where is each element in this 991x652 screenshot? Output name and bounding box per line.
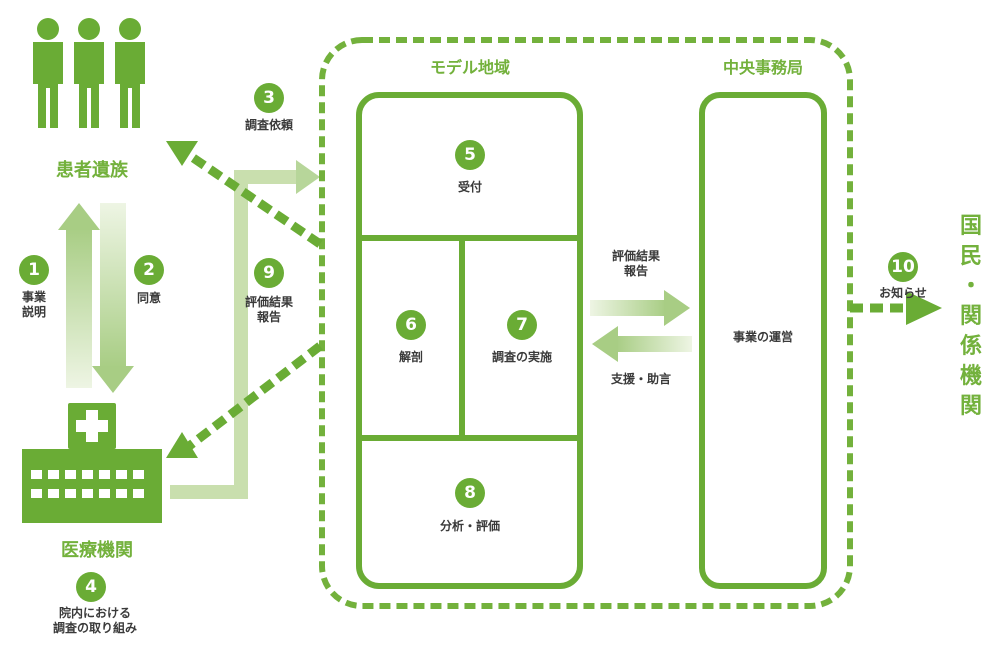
office-title: 中央事務局 (722, 58, 803, 77)
step-5-label: 受付 (457, 180, 482, 194)
step-9-badge: 9 (254, 258, 284, 288)
step-7-badge: 7 (507, 310, 537, 340)
model-region-border (319, 37, 853, 609)
step-1-label: 事業 説明 (21, 290, 46, 319)
hospital-icon (22, 403, 162, 523)
step-5-badge: 5 (455, 140, 485, 170)
office-body-label: 事業の運営 (732, 330, 793, 344)
step-6-label: 解剖 (398, 350, 423, 364)
family-icon (33, 18, 145, 128)
step-6-badge: 6 (396, 310, 426, 340)
step-2-badge: 2 (134, 255, 164, 285)
central-office-box (699, 92, 827, 589)
step-9-label: 評価結果 報告 (244, 295, 293, 324)
region-title: モデル地域 (429, 58, 510, 77)
step-8-label: 分析・評価 (439, 519, 500, 533)
arrow-to-public (850, 291, 942, 325)
step-7-label: 調査の実施 (491, 350, 552, 364)
step-4-badge: 4 (76, 572, 106, 602)
arrow-request-route (170, 160, 320, 499)
report-to-office-label: 評価結果 報告 (611, 249, 660, 278)
arrow-to-patients (166, 141, 323, 248)
step-2-label: 同意 (136, 291, 161, 305)
public-label: 国 民 ・ 関 係 機 関 (959, 214, 982, 419)
hospital-label: 医療機関 (61, 540, 133, 561)
arrow-explanation (58, 203, 100, 388)
step-1-badge: 1 (19, 255, 49, 285)
step-10-badge: 10 (888, 252, 918, 282)
step-10-label: お知らせ (879, 286, 927, 300)
arrow-support (592, 326, 692, 362)
region-inner-box (356, 92, 583, 589)
step-3-label: 調査依頼 (244, 118, 293, 132)
step-8-badge: 8 (455, 478, 485, 508)
step-3-badge: 3 (254, 83, 284, 113)
patients-label: 患者遺族 (56, 160, 128, 181)
arrow-to-hospital (166, 342, 323, 458)
arrow-report-to-office (590, 290, 690, 326)
support-label: 支援・助言 (610, 372, 671, 386)
step-4-label: 院内における 調査の取り組み (52, 606, 137, 635)
arrow-consent (92, 203, 134, 393)
